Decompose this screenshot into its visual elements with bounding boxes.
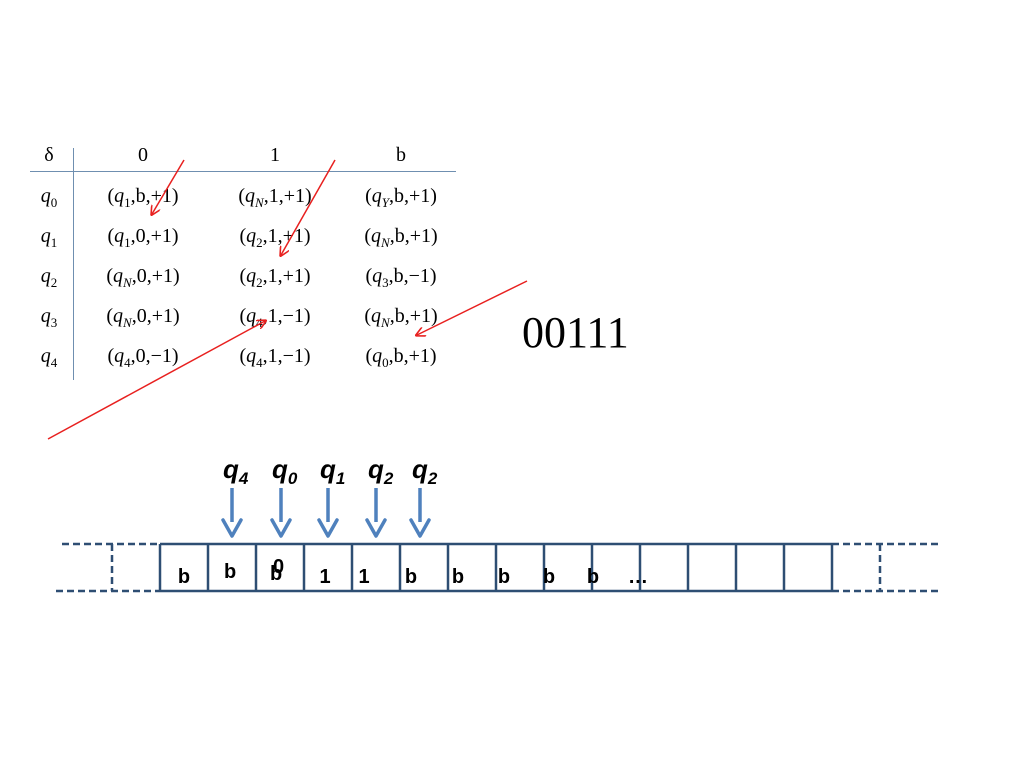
tape — [56, 542, 938, 593]
head-arrow-tip — [221, 518, 243, 538]
table-row-q2: q2 (qN,0,+1) (q2,1,+1) (q3,b,−1) — [30, 256, 460, 296]
transition-cell: (qY,b,+1) — [365, 185, 437, 210]
input-string: 00111 — [522, 308, 629, 357]
tape-cell-symbol: b — [497, 566, 511, 588]
tape-cell-symbol: b — [542, 566, 556, 588]
transition-cell: (q4,1,−1) — [239, 345, 311, 370]
transition-cell: (q2,1,+1) — [239, 225, 311, 250]
transition-cell: (q0,b,+1) — [365, 345, 437, 370]
row-state-label: q2 — [40, 265, 58, 290]
transition-cell: (qN,0,+1) — [106, 265, 180, 290]
tape-cell-symbol: b — [451, 566, 465, 588]
transition-cell: (q3,b,−1) — [365, 265, 437, 290]
table-horizontal-rule — [30, 171, 456, 172]
column-header-0: 0 — [138, 144, 148, 166]
transition-cell: (qN,0,+1) — [106, 305, 180, 330]
row-state-label: q1 — [40, 225, 58, 250]
red-arrow-3 — [417, 280, 528, 335]
delta-symbol: δ — [44, 144, 54, 166]
red-arrow-4 — [47, 321, 265, 440]
row-state-label: q4 — [40, 345, 58, 370]
tape-cell-symbol: b — [404, 566, 418, 588]
transition-cell: (qN,1,+1) — [238, 185, 312, 210]
table-row-q4: q4 (q4,0,−1) (q4,1,−1) (q0,b,+1) — [30, 336, 460, 376]
head-arrow-tip — [270, 518, 292, 538]
transition-cell: (qN,b,+1) — [364, 225, 438, 250]
tape-cell-symbol: 1 — [319, 566, 331, 588]
head-state-label: q2 — [412, 454, 438, 489]
tape-overwritten-symbol: b — [224, 561, 237, 583]
row-state-label: q0 — [40, 185, 58, 210]
head-state-label: q1 — [320, 454, 346, 489]
head-arrow-tip — [409, 518, 431, 538]
head-arrow-tip — [317, 518, 339, 538]
red-arrow-1 — [152, 159, 185, 214]
transition-cell: (q1,0,+1) — [107, 225, 179, 250]
head-arrow-tip — [365, 518, 387, 538]
transition-cell: (q2,1,+1) — [239, 265, 311, 290]
tape-cell-symbol: 1 — [358, 566, 370, 588]
transition-cell: (q4,0,−1) — [107, 345, 179, 370]
tape-cell-symbol: b — [177, 566, 191, 588]
tape-cell-symbol: b — [586, 566, 600, 588]
table-header-row: δ 0 1 b — [30, 135, 460, 175]
tape-overwritten-symbol: b — [270, 563, 283, 585]
column-header-b: b — [396, 144, 406, 166]
annotation-arrows — [47, 159, 528, 440]
table-row-q3: q3(qN,0,+1)(q4,1,−1)(qN,b,+1) — [30, 296, 460, 336]
transition-cell: (qN,b,+1) — [364, 305, 438, 330]
row-state-label: q3 — [40, 305, 58, 330]
head-state-label: q4 — [223, 454, 249, 489]
tape-overwritten-symbol: 0 — [273, 556, 285, 578]
head-arrows — [221, 488, 431, 538]
head-state-label: q0 — [272, 454, 298, 489]
tape-cell-symbol: … — [628, 566, 648, 588]
head-state-label: q2 — [368, 454, 394, 489]
column-header-1: 1 — [270, 144, 280, 166]
table-row-q1: q1 (q1,0,+1) (q2,1,+1) (qN,b,+1) — [30, 216, 460, 256]
red-arrow-2 — [281, 159, 336, 255]
table-vertical-rule — [73, 148, 74, 380]
